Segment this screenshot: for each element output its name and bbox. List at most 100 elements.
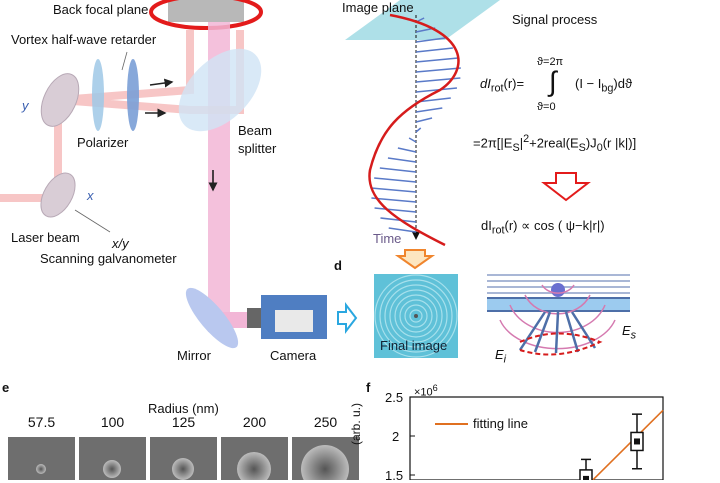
label-scanning-galvanometer: Scanning galvanometer	[40, 251, 177, 266]
substrate-schematic	[487, 274, 630, 356]
label-time: Time	[373, 231, 402, 246]
exponent-label: ×106	[414, 383, 438, 399]
particle	[301, 445, 349, 480]
integral-sign: ∫	[549, 66, 557, 97]
label-beam: Beam	[238, 123, 272, 138]
field-vector	[371, 187, 417, 193]
ylabel: (arb. u.)	[349, 402, 363, 445]
interference-ring	[384, 284, 448, 348]
chart-f	[409, 396, 664, 480]
equation-3: dIrot(r) ∝ cos ( ψ−k|r|)	[481, 218, 605, 237]
fit-line	[591, 409, 664, 480]
field-vector	[415, 57, 459, 63]
ytick-2.5: 2.5	[385, 390, 404, 405]
field-vector	[415, 87, 458, 93]
sem-image	[150, 437, 217, 480]
eq2-0: 0	[596, 141, 603, 154]
label-vortex-retarder: Vortex half-wave retarder	[11, 32, 157, 47]
field-vector	[371, 197, 417, 203]
polarizer	[92, 59, 104, 131]
label-radius: Radius (nm)	[148, 401, 219, 416]
eq1-upper: ϑ=2π	[537, 56, 564, 68]
label-xy: x/y	[112, 236, 129, 251]
eq2-mid: |	[519, 135, 524, 151]
particle	[36, 464, 46, 474]
equation-1: dIrot(r)=	[480, 76, 524, 95]
objective-lens	[168, 0, 244, 22]
label-polarizer: Polarizer	[77, 135, 129, 150]
radius-label: 250	[313, 414, 338, 430]
eq3-sub: rot	[491, 224, 505, 237]
field-vector	[415, 117, 433, 123]
field-vector	[380, 217, 417, 223]
image-plane	[345, 0, 500, 40]
beam-splitter	[178, 48, 262, 132]
interference-ring	[374, 274, 458, 358]
label-mirror: Mirror	[177, 348, 211, 363]
label-image-plane: Image plane	[342, 0, 414, 15]
data-point	[630, 413, 644, 470]
mirror	[185, 287, 239, 349]
label-ei: Ei	[495, 347, 506, 366]
wave-curve	[368, 13, 460, 247]
interference-ring	[409, 309, 423, 323]
label-back-focal-plane: Back focal plane	[53, 2, 149, 17]
label-axis-x: x	[87, 188, 94, 203]
eq3-rest: (r) ∝ cos ( ψ−k|r|)	[504, 218, 605, 233]
panel-label-d: d	[334, 258, 342, 273]
ei-text: E	[495, 347, 504, 362]
eq2-j: )J	[585, 135, 597, 151]
eq1-arg: (r)=	[503, 76, 525, 91]
field-vector	[415, 37, 446, 43]
sem-image	[292, 437, 359, 480]
field-vector	[387, 157, 417, 163]
arrow-result	[541, 172, 591, 202]
eq2-rest: +2real(E	[529, 135, 579, 151]
data-point	[579, 458, 593, 480]
sem-image	[221, 437, 288, 480]
panel-label-e: e	[2, 380, 10, 395]
ytick-1.5: 1.5	[385, 468, 404, 483]
ytick-2: 2	[392, 429, 400, 444]
field-vector	[415, 47, 453, 53]
field-vector	[415, 67, 461, 73]
label-axis-y: y	[22, 98, 29, 113]
field-vector	[374, 207, 417, 213]
label-laser-beam: Laser beam	[11, 230, 80, 245]
field-vector	[374, 177, 417, 183]
galvo-mirror-y	[40, 73, 80, 127]
exponent-pow: 6	[432, 383, 438, 393]
eq1-integrand: (I − Ibg)dϑ	[575, 76, 632, 95]
sem-image	[79, 437, 146, 480]
eq1-lhs: dI	[480, 76, 491, 91]
eq1-sub: rot	[490, 82, 504, 95]
label-final-image: Final image	[380, 338, 448, 353]
es-text: E	[622, 323, 631, 338]
particle	[172, 458, 194, 480]
interference-ring	[399, 299, 433, 333]
eq2-sq: 2	[523, 133, 530, 145]
label-camera: Camera	[270, 348, 317, 363]
rotation-arrow	[149, 0, 263, 30]
arrow-to-final	[394, 249, 436, 270]
field-vector	[415, 107, 443, 113]
interference-ring	[394, 294, 438, 338]
interference-ring	[379, 279, 453, 353]
panel-label-f: f	[366, 380, 371, 395]
interference-ring	[404, 304, 428, 328]
eq1-bg: bg	[601, 82, 614, 95]
galvo-mirror-x	[40, 172, 76, 218]
eq1-lower: ϑ=0	[537, 101, 556, 113]
radius-label: 200	[242, 414, 267, 430]
field-vector	[415, 127, 422, 133]
field-vector	[408, 137, 417, 143]
eq1-tail: )dϑ	[613, 76, 633, 91]
signal-title: Signal process	[512, 12, 598, 27]
exponent-text: ×10	[414, 386, 433, 399]
radius-label: 100	[100, 414, 125, 430]
label-splitter: splitter	[238, 141, 277, 156]
eq2-s: S	[512, 141, 520, 154]
equation-2: =2π[|ES|2+2real(ES)J0(r |k|)]	[473, 133, 636, 154]
eq2-end: (r |k|)]	[602, 135, 637, 151]
